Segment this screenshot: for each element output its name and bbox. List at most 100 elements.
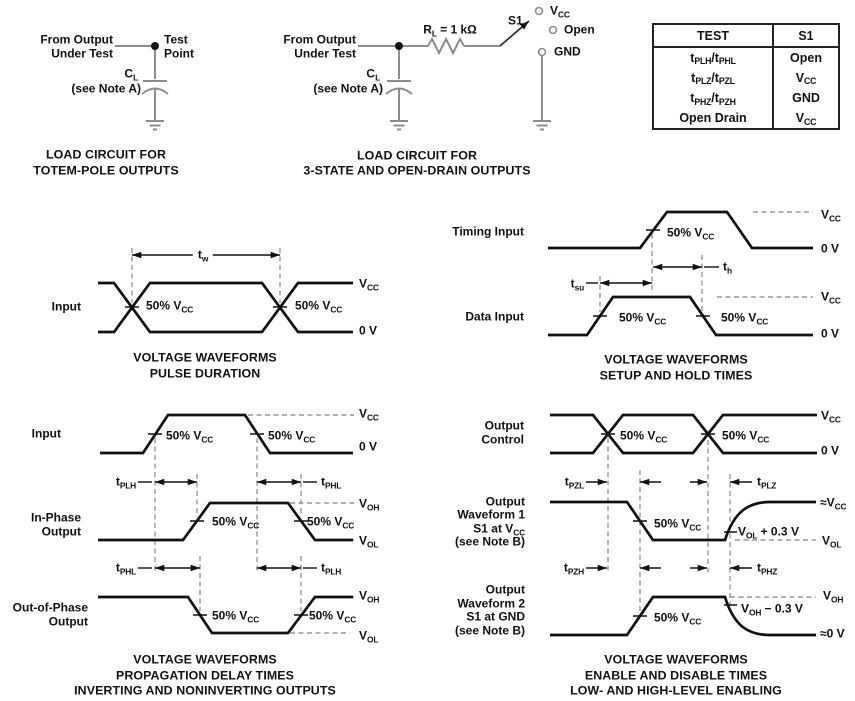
ed-w1-low: VOL bbox=[822, 533, 842, 550]
sh-50pct-data-rise: 50% VCC bbox=[619, 310, 667, 327]
switch-terminals bbox=[534, 6, 558, 57]
terminal-gnd-icon bbox=[537, 47, 547, 57]
sh-50pct-data-fall: 50% VCC bbox=[721, 310, 769, 327]
ed-caption-line1: VOLTAGE WAVEFORMS bbox=[604, 652, 748, 667]
sh-caption-line2: SETUP AND HOLD TIMES bbox=[599, 368, 753, 383]
ed-tpzh-label: tPZH bbox=[563, 560, 584, 577]
tp-from-output-line1: From Output bbox=[40, 32, 113, 47]
pdt-voh-lower: VOH bbox=[359, 588, 380, 605]
sh-data-label: Data Input bbox=[465, 309, 524, 324]
output-waveform1-wave bbox=[550, 500, 816, 542]
node-dots bbox=[151, 42, 403, 50]
pdt-vol-upper: VOL bbox=[359, 533, 379, 550]
pdt-tplh-lower-label: tPLH bbox=[321, 560, 342, 577]
timing-input-wave bbox=[548, 210, 813, 250]
sh-timing-low: 0 V bbox=[821, 241, 840, 256]
pdt-outphase-line2: Output bbox=[48, 614, 88, 629]
pulse-input-wave-a bbox=[98, 281, 353, 334]
tp-test-point-line2: Point bbox=[164, 46, 194, 61]
ts-caption-line2: 3-STATE AND OPEN-DRAIN OUTPUTS bbox=[303, 163, 531, 178]
test-cell: tPHZ/tPZH bbox=[653, 88, 774, 109]
in-phase-output-wave bbox=[98, 501, 353, 542]
ed-50pct-control-left: 50% VCC bbox=[620, 428, 668, 445]
ed-w2-high: VOH bbox=[823, 588, 844, 605]
ed-control-line1: Output bbox=[484, 418, 524, 433]
test-point-node bbox=[151, 42, 159, 50]
ed-w2-line2: Waveform 2 bbox=[457, 596, 525, 611]
ed-50pct-w1: 50% VCC bbox=[654, 516, 702, 533]
col-header-test: TEST bbox=[653, 24, 774, 48]
pdt-caption-line2: PROPAGATION DELAY TIMES bbox=[115, 668, 295, 683]
terminal-vcc-icon bbox=[534, 6, 544, 16]
table-row: tPHZ/tPZH GND bbox=[653, 88, 839, 109]
ed-w2-end-level: ≈0 V bbox=[820, 626, 845, 641]
tp-cap-note: (see Note A) bbox=[71, 81, 141, 96]
sh-data-low: 0 V bbox=[821, 326, 840, 341]
totem-pole-ground-icon bbox=[146, 120, 164, 131]
tp-from-output-line2: Under Test bbox=[51, 46, 113, 61]
pdt-caption-line1: VOLTAGE WAVEFORMS bbox=[133, 652, 277, 667]
dashed-verticals bbox=[131, 234, 731, 611]
ed-w1-threshold: VOL + 0.3 V bbox=[738, 524, 799, 541]
ts-terminal-vcc-label: VCC bbox=[550, 3, 570, 20]
ts-terminal-gnd-label: GND bbox=[554, 44, 581, 59]
pdt-50pct-input-fall: 50% VCC bbox=[268, 428, 316, 445]
ts-caption-line1: LOAD CIRCUIT FOR bbox=[357, 148, 477, 163]
s1-cell: VCC bbox=[795, 70, 817, 87]
three-state-wires bbox=[358, 45, 543, 121]
pdt-tplh-upper-label: tPLH bbox=[115, 474, 136, 491]
test-cell: Open Drain bbox=[653, 108, 774, 129]
s1-cell: GND bbox=[792, 91, 820, 106]
pd-signal-label: Input bbox=[51, 299, 81, 314]
pdt-input-label: Input bbox=[31, 426, 61, 441]
ts-cap-label: CL bbox=[366, 66, 380, 83]
output-control-wave-b bbox=[550, 413, 817, 455]
ed-50pct-w2: 50% VCC bbox=[654, 610, 702, 627]
circuit-wires bbox=[115, 36, 551, 131]
output-control-wave-a bbox=[550, 413, 817, 455]
ed-control-line2: Control bbox=[481, 432, 524, 447]
test-cell: tPLH/tPHL bbox=[653, 47, 774, 68]
ed-w1-line4: (see Note B) bbox=[454, 534, 525, 549]
ed-w2-line1: Output bbox=[485, 582, 525, 597]
ed-control-low: 0 V bbox=[821, 443, 840, 458]
prop-input-wave bbox=[100, 413, 353, 455]
pdt-tphl-upper-label: tPHL bbox=[321, 474, 342, 491]
out-of-phase-output-wave bbox=[98, 595, 353, 635]
three-state-ground-icons bbox=[390, 120, 551, 131]
pulse-input-wave-b bbox=[98, 281, 353, 334]
ed-w2-line3: S1 at GND bbox=[466, 609, 525, 624]
switch-arm bbox=[499, 20, 530, 47]
sh-data-high: VCC bbox=[821, 289, 841, 306]
ts-from-output-line2: Under Test bbox=[294, 46, 356, 61]
totem-pole-wires bbox=[115, 45, 167, 121]
sh-timing-high: VCC bbox=[821, 207, 841, 224]
pd-50pct-right: 50% VCC bbox=[295, 298, 343, 315]
ed-w2-line4: (see Note B) bbox=[454, 623, 525, 638]
pdt-50pct-input-rise: 50% VCC bbox=[166, 428, 214, 445]
pdt-outphase-line1: Out-of-Phase bbox=[12, 600, 88, 615]
sh-50pct-timing: 50% VCC bbox=[667, 225, 715, 242]
pd-caption-line1: VOLTAGE WAVEFORMS bbox=[133, 350, 277, 365]
pdt-input-low: 0 V bbox=[359, 439, 378, 454]
ed-tpzl-label: tPZL bbox=[564, 474, 584, 491]
s1-cell: Open bbox=[790, 50, 822, 65]
test-cell: tPLZ/tPZL bbox=[653, 67, 774, 88]
ed-control-high: VCC bbox=[821, 408, 841, 425]
pd-tw-label: tw bbox=[192, 249, 214, 263]
ed-caption-line2: ENABLE AND DISABLE TIMES bbox=[584, 668, 768, 683]
ed-w1-line1: Output bbox=[485, 494, 525, 509]
pdt-vol-lower: VOL bbox=[359, 628, 379, 645]
pdt-50pct-inphase-rise: 50% VCC bbox=[212, 514, 260, 531]
pdt-50pct-inphase-fall: 50% VCC bbox=[307, 514, 355, 531]
ts-from-output-line1: From Output bbox=[283, 32, 356, 47]
crossing-ticks bbox=[125, 229, 737, 617]
sh-timing-label: Timing Input bbox=[452, 224, 524, 239]
pdt-input-high: VCC bbox=[359, 406, 379, 423]
pd-level-low: 0 V bbox=[359, 323, 378, 338]
waveforms bbox=[98, 210, 817, 637]
